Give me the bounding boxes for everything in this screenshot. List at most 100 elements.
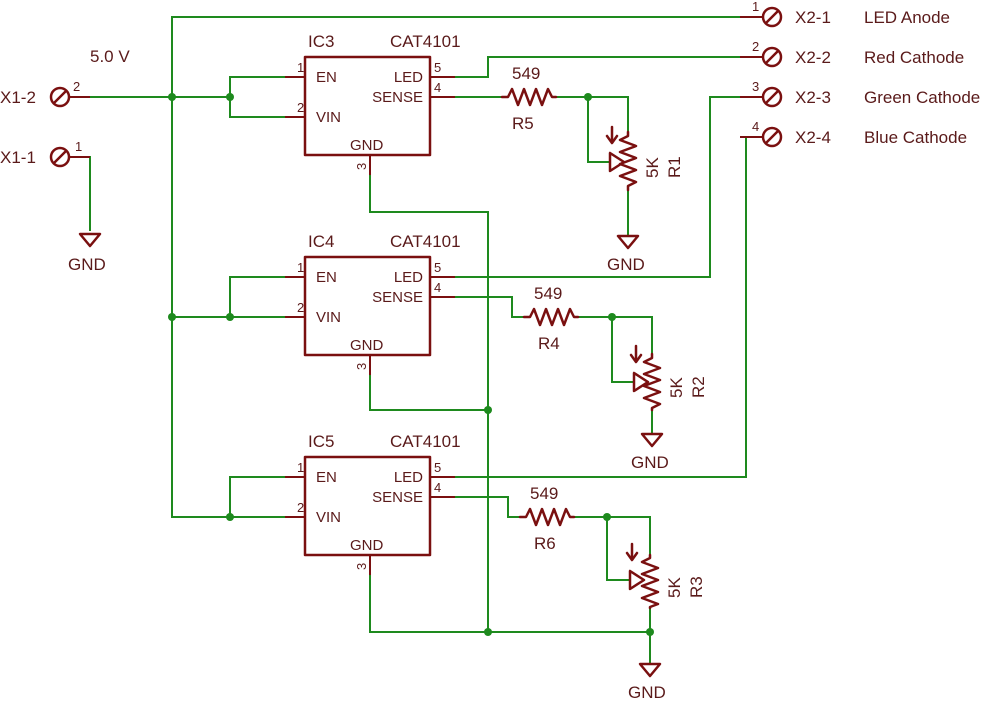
terminal-icon — [761, 6, 783, 28]
pin-number: 3 — [354, 363, 369, 370]
wire-r2-wiper — [611, 316, 635, 383]
wire-r3-top — [606, 516, 651, 556]
connector-label: X2-4 — [795, 128, 831, 147]
pin-number: 2 — [297, 100, 304, 115]
junction-dot — [646, 628, 654, 636]
resistor-r4: 549 R4 — [522, 284, 580, 353]
signal-label: Blue Cathode — [864, 128, 967, 147]
pin-number: 5 — [434, 260, 441, 275]
pin-number: 4 — [434, 280, 441, 295]
wiper-arrow-icon — [608, 151, 626, 173]
pin-number: 4 — [752, 119, 759, 134]
potentiometer-ref: R3 — [687, 576, 706, 598]
pin-number: 1 — [297, 460, 304, 475]
resistor-r6: 549 R6 — [518, 484, 576, 553]
pin-number: 1 — [75, 139, 82, 154]
connector-label: X2-2 — [795, 48, 831, 67]
junction-dot — [608, 313, 616, 321]
wiper-arrow-icon — [632, 371, 650, 393]
ground-icon — [616, 234, 640, 250]
ic-ref: IC5 — [308, 432, 334, 451]
potentiometer-ref: R1 — [665, 156, 684, 178]
pin-label-gnd: GND — [350, 537, 384, 554]
pin-number: 4 — [434, 480, 441, 495]
resistor-ref: R5 — [512, 114, 534, 133]
pin-label-led: LED — [394, 269, 423, 286]
resistor-ref: R4 — [538, 334, 560, 353]
pin-label-vin: VIN — [316, 309, 341, 326]
wire-ic5-gnd — [369, 574, 651, 633]
ground-common: GND — [628, 662, 666, 701]
ic-body — [303, 455, 432, 557]
terminal-icon — [761, 126, 783, 148]
pin-label-led: LED — [394, 469, 423, 486]
pin-number: 1 — [297, 60, 304, 75]
pin-number: 3 — [354, 563, 369, 570]
wires — [71, 16, 761, 663]
ic-part: CAT4101 — [390, 432, 461, 451]
wire-r1-top — [587, 96, 629, 133]
potentiometer-r1: 5K R1 — [605, 125, 684, 192]
resistor-value: 549 — [512, 64, 540, 83]
resistor-icon — [518, 507, 576, 527]
junction-dot — [226, 513, 234, 521]
ic3: IC3 CAT4101 EN VIN LED SENSE GND 1 2 5 4… — [285, 32, 461, 175]
junction-dot — [168, 313, 176, 321]
potentiometer-icon — [618, 130, 638, 192]
signal-label: Red Cathode — [864, 48, 964, 67]
ic4: IC4 CAT4101 EN VIN LED SENSE GND 1 2 5 4… — [285, 232, 461, 375]
pin-number: 5 — [434, 460, 441, 475]
wire-ic4-sense — [454, 296, 525, 318]
ic-ref: IC4 — [308, 232, 334, 251]
pin-label-sense: SENSE — [372, 289, 423, 306]
ground-r1: GND — [607, 234, 645, 274]
wire-r3-wiper — [606, 516, 631, 581]
supply-voltage-label: 5.0 V — [90, 47, 130, 66]
ground-label: GND — [607, 255, 645, 274]
resistor-value: 549 — [530, 484, 558, 503]
junction-dot — [484, 628, 492, 636]
pin-label-en: EN — [316, 69, 337, 86]
connector-x2-4: 4 X2-4 Blue Cathode — [740, 119, 967, 148]
ic-ref: IC3 — [308, 32, 334, 51]
pin-label-vin: VIN — [316, 509, 341, 526]
resistor-value: 549 — [534, 284, 562, 303]
ground-label: GND — [68, 255, 106, 274]
potentiometer-r2: 5K R2 — [629, 344, 708, 412]
pin-number: 3 — [354, 163, 369, 170]
connector-x2-2: 2 X2-2 Red Cathode — [740, 39, 964, 68]
ground-label: GND — [628, 683, 666, 701]
potentiometer-value: 5K — [667, 377, 686, 398]
junction-dot — [484, 406, 492, 414]
potentiometer-value: 5K — [643, 157, 662, 178]
potentiometer-icon — [642, 352, 662, 412]
wire-ic4-led — [454, 96, 761, 278]
pin-number: 2 — [752, 39, 759, 54]
ground-icon — [640, 432, 664, 448]
wire-ic4-gnd — [369, 374, 489, 411]
terminal-icon — [761, 86, 783, 108]
pin-label-vin: VIN — [316, 109, 341, 126]
potentiometer-value: 5K — [665, 577, 684, 598]
wire-ic5-en-vin — [229, 476, 286, 518]
ground-x1: GND — [68, 232, 106, 274]
ground-label: GND — [631, 453, 669, 472]
connector-x1-1: X1-1 1 — [0, 139, 90, 168]
junction-dot — [584, 93, 592, 101]
junctions — [168, 93, 654, 636]
connector-label: X2-3 — [795, 88, 831, 107]
ic-body — [303, 55, 432, 157]
wire-ic3-led — [454, 56, 761, 78]
pin-number: 4 — [434, 80, 441, 95]
ground-r2: GND — [631, 432, 669, 472]
junction-dot — [226, 313, 234, 321]
wire-ic5-led — [454, 136, 761, 478]
wiper-arrow-icon — [628, 569, 646, 591]
pin-label-gnd: GND — [350, 137, 384, 154]
signal-label: Green Cathode — [864, 88, 980, 107]
pin-label-sense: SENSE — [372, 489, 423, 506]
wire-ic5-sense — [454, 496, 521, 518]
wire-ic3-gnd — [369, 174, 489, 633]
connector-label: X2-1 — [795, 8, 831, 27]
